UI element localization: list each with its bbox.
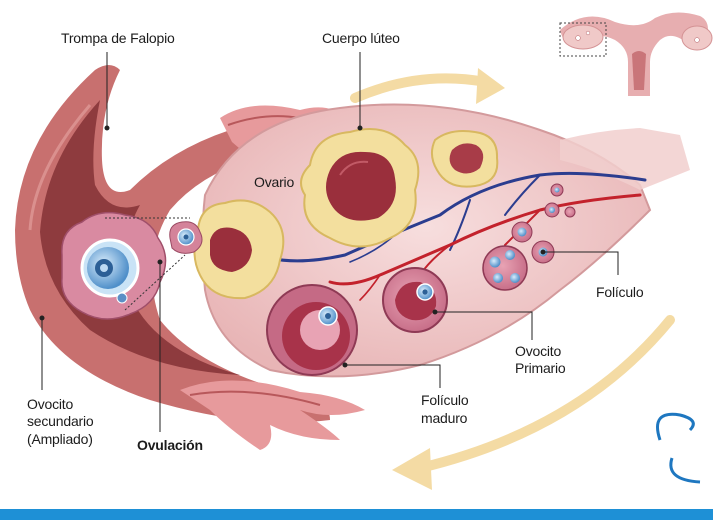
primary-follicles [482,183,576,291]
label-primary-oocyte-1: Ovocito [515,343,562,359]
cycle-arrow-top [350,73,490,103]
cycle-arrow-bottom [415,315,675,473]
bottom-color-bar [0,509,713,520]
zoom-indicator-lines [105,217,190,311]
cycle-arrow-top-head [476,68,505,104]
ovarian-ligament [560,128,690,190]
label-secondary-oocyte-2: secundario [27,413,94,429]
label-mature-follicle-1: Folículo [421,392,469,408]
uterus-icon [559,12,713,97]
corpus-luteum-small [431,130,499,188]
corpus-luteum [300,128,420,248]
blood-vessels [268,171,647,301]
logo-swirl-icon [656,412,701,484]
released-oocyte [169,221,203,254]
mature-follicle [266,284,358,376]
label-follicle: Folículo [596,284,644,300]
secondary-follicle [382,267,448,333]
ruptured-follicle [193,199,285,300]
label-ovulation: Ovulación [137,437,203,453]
label-primary-oocyte-2: Primario [515,360,566,376]
label-fallopian-tube: Trompa de Falopio [61,30,175,46]
label-secondary-oocyte-3: (Ampliado) [27,431,93,447]
cycle-arrow-bottom-head [392,448,432,490]
label-secondary-oocyte-1: Ovocito [27,396,74,412]
label-ovary: Ovario [254,174,295,190]
label-corpus-luteum: Cuerpo lúteo [322,30,400,46]
secondary-oocyte-enlarged [61,211,167,320]
label-mature-follicle-2: maduro [421,410,468,426]
leader-lines [39,52,619,432]
